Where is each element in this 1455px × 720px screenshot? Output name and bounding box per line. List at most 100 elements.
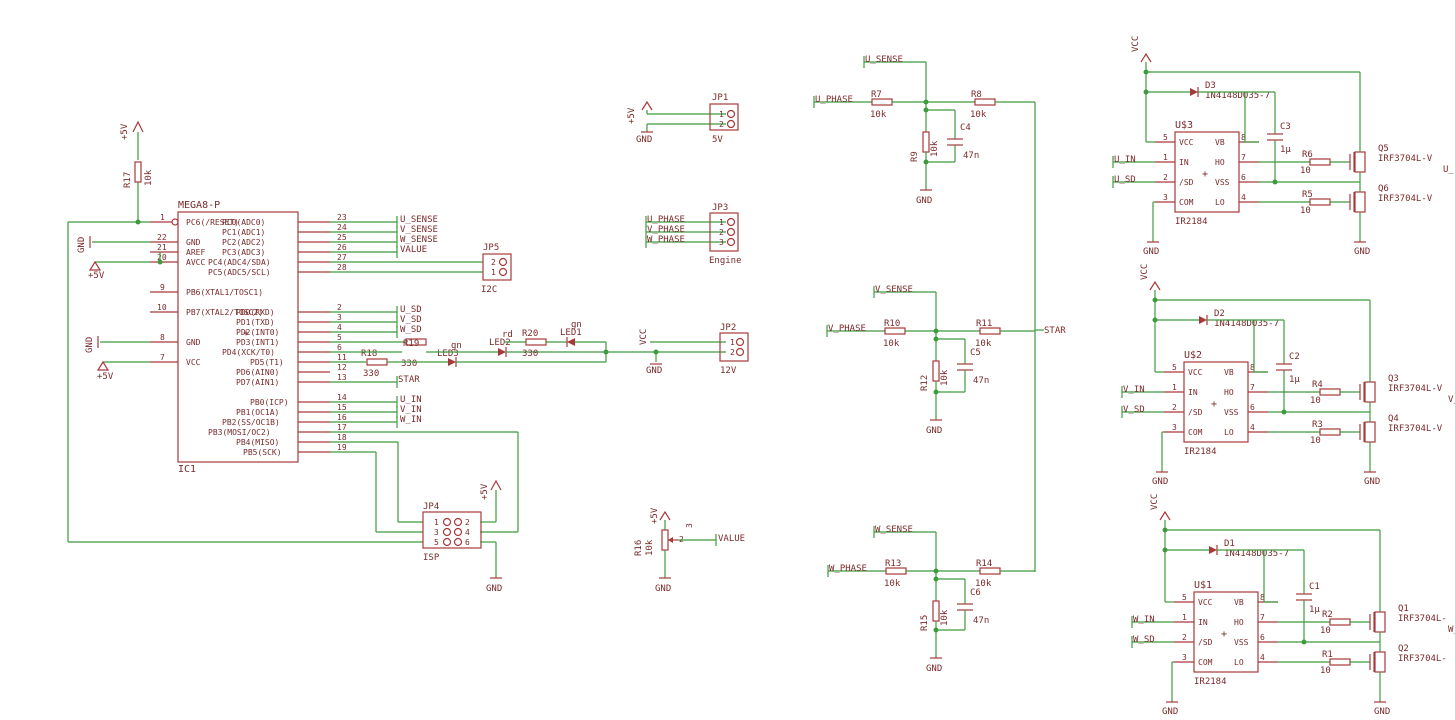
resistor [1319,428,1341,436]
label: R8 [971,90,982,100]
resistor [1329,658,1351,666]
mcu-pin-name: PB1(OC1A) [236,408,279,417]
net-label: V_PHASE [828,324,866,334]
pin-num: 8 [1241,133,1246,142]
svg-text:1: 1 [491,268,496,277]
reset-circuit: +5V R17 10k [67,120,423,543]
svg-text:R16: R16 [634,540,644,556]
svg-text:GND: GND [646,366,662,376]
mosfet-body [1364,421,1376,443]
pin-name: COM [1188,428,1203,437]
label: R2 [1322,610,1333,620]
label: GND [1162,707,1178,717]
label: R12 [920,375,930,391]
diode [1190,88,1198,96]
pin-name: /SD [1198,638,1213,647]
pin-name: IN [1188,388,1198,397]
star-net-label: STAR [1044,326,1066,336]
svg-text:12: 12 [337,363,347,372]
svg-text:LED1: LED1 [560,328,582,338]
label: 47n [963,151,979,161]
svg-text:+5V: +5V [627,107,637,124]
label: 10 [1320,666,1331,676]
mcu-pin-name: PC0(ADC0) [222,218,265,227]
svg-text:27: 27 [337,253,347,262]
cut-label: U_ [1443,165,1454,175]
mcu-pin-name: PC4(ADC4/SDA) [208,258,271,267]
jp5-ref: JP5 [483,243,499,253]
mcu-supply-left: GND +5V GND +5V [77,236,163,382]
label: IRF3704L-V [1378,154,1433,164]
svg-text:10k: 10k [645,539,655,556]
svg-text:3: 3 [337,313,342,322]
label: Q6 [1378,184,1389,194]
junction [1162,547,1168,553]
pin-num: 1 [1172,383,1177,392]
diode [1199,316,1207,324]
pin-name: VCC [1188,368,1203,377]
mcu-pin-name: PB3(MOSI/OC2) [208,428,271,437]
resistor [922,131,930,153]
net-label: W_IN [400,415,422,425]
net-label: U_SENSE [865,55,903,65]
pin-num: 8 [1250,363,1255,372]
driver-chip-body [1193,591,1259,673]
mcu-pin-name: PC2(ADC2) [222,238,265,247]
driver-chip-body [1183,361,1249,443]
vcc-symbol [1159,510,1171,521]
pin-name: COM [1198,658,1213,667]
svg-text:GND: GND [77,237,87,253]
svg-text:330: 330 [401,359,417,369]
mcu-pin-num: 7 [160,353,165,362]
i2c-header-jp5[interactable]: 2 1 JP5 I2C [481,243,512,295]
label: GND [1374,707,1390,717]
svg-text:10k: 10k [144,169,154,186]
junction [1143,69,1149,75]
resistor [1309,158,1331,166]
power-header-jp1[interactable]: GND +5V 1 2 JP1 5V [627,93,739,145]
pin-num: 6 [1260,633,1265,642]
mcu-pin-num: 20 [157,253,167,262]
potentiometer-r16[interactable]: +5V VALUE 2 3 R16 10k GND [634,507,745,594]
net-label: V_SENSE [875,285,913,295]
engine-header-jp3[interactable]: U_PHASE V_PHASE W_PHASE 1 2 3 JP3 Engine [645,203,742,266]
junction [1272,179,1278,185]
mcu-pin-name: PB2(SS/OC1B) [222,418,280,427]
label: VCC [1150,494,1160,510]
mcu-pin-name: PD5(T1) [250,358,284,367]
label: IRF3704L-V [1388,424,1443,434]
mcu-ic1[interactable]: MEGA8-P IC1 + 1 22 21 20 9 10 8 7 PC6(/R… [150,200,347,475]
svg-text:JP3: JP3 [712,203,728,213]
svg-text:2: 2 [719,228,724,237]
label: R13 [885,559,901,569]
svg-text:+5V: +5V [480,483,490,500]
pin-num: 6 [1250,403,1255,412]
label: 1µ [1289,375,1300,385]
driver-chip-body [1174,131,1240,213]
pin-name: VCC [1179,138,1194,147]
label: 10k [930,140,940,157]
svg-text:+5V: +5V [120,123,130,140]
isp-header-jp4[interactable]: 1 2 3 4 5 6 JP4 ISP +5V GND [330,431,519,594]
net-label: W_PHASE [829,564,867,574]
svg-text:13: 13 [337,373,347,382]
power-header-jp2[interactable]: GND VCC 1 2 JP2 12V [639,323,749,376]
pin-name: VSS [1234,638,1249,647]
label: 47n [973,616,989,626]
svg-text:+5V: +5V [88,271,105,281]
driver-chip: IR2184 [1175,217,1208,227]
junction [923,159,929,165]
label: 10 [1310,436,1321,446]
svg-text:12V: 12V [720,366,737,376]
label: 10k [940,609,950,626]
svg-text:6: 6 [465,538,470,547]
svg-text:4: 4 [465,528,470,537]
jp5-label: I2C [481,285,497,295]
svg-text:LED2: LED2 [489,338,511,348]
svg-text:25: 25 [337,233,347,242]
